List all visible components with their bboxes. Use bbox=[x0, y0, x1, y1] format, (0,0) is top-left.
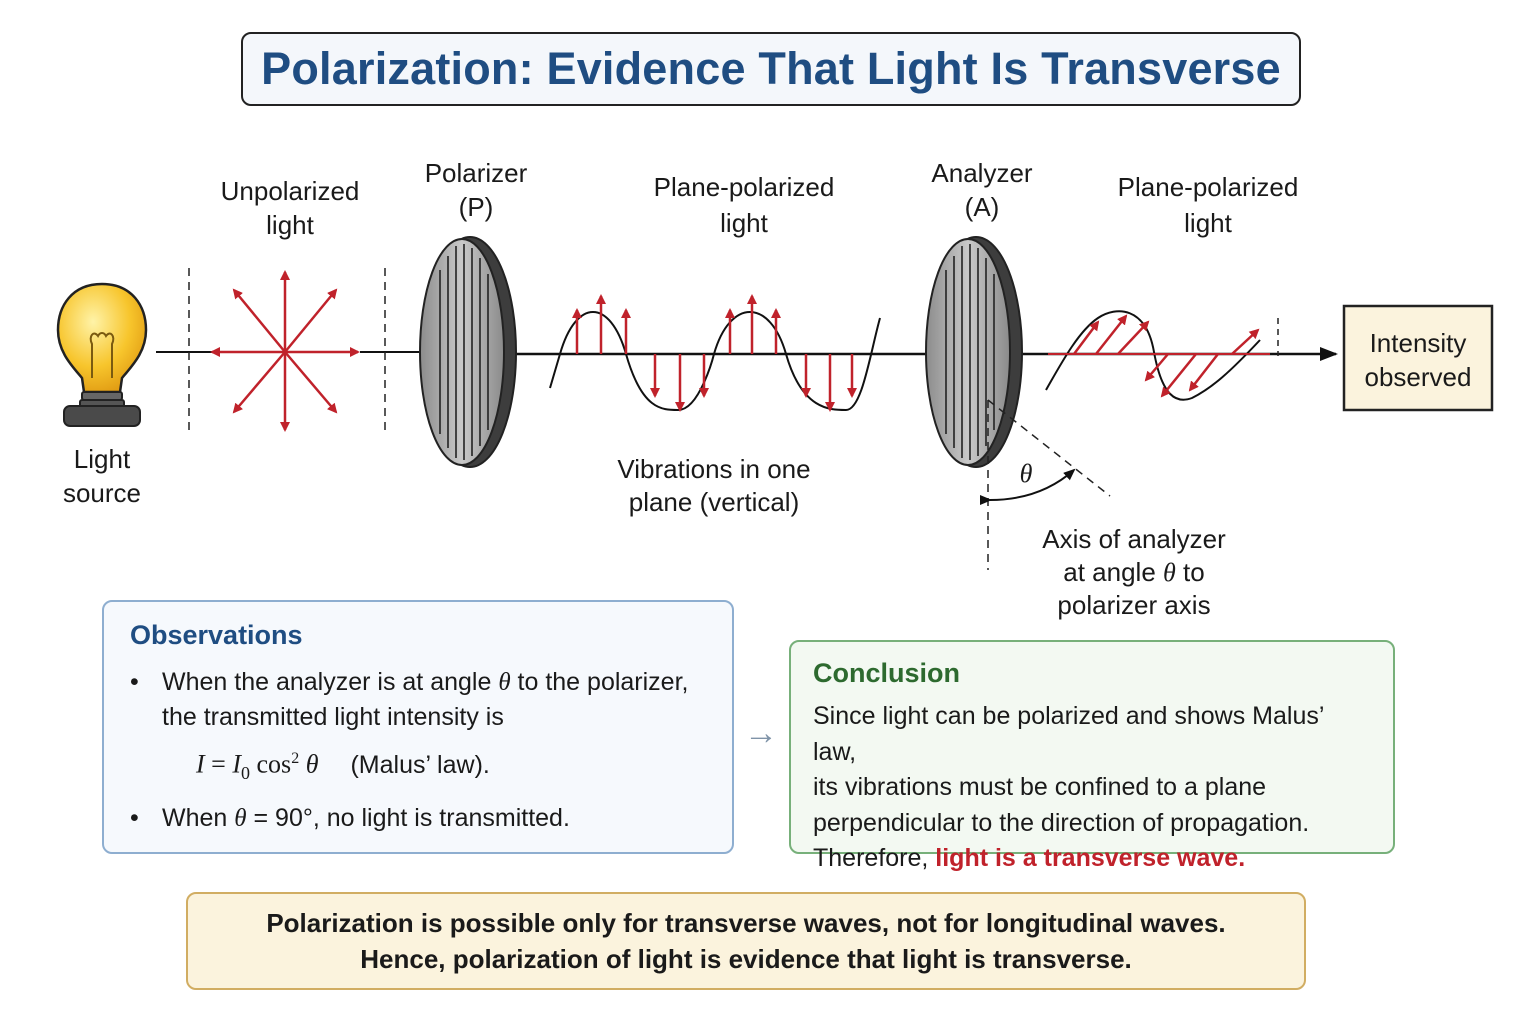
unpolarized-label-1: Unpolarized bbox=[221, 176, 360, 206]
plane-polarized-2-label-1: Plane-polarized bbox=[1118, 172, 1299, 202]
page-title: Polarization: Evidence That Light Is Tra… bbox=[261, 43, 1281, 94]
intensity-box: Intensity observed bbox=[1342, 304, 1494, 412]
analyzer-label-2: (A) bbox=[965, 192, 1000, 222]
source-label-2: source bbox=[63, 478, 141, 508]
theta-label: θ bbox=[1020, 459, 1033, 488]
observation-2-line: When θ = 90°, no light is transmitted. bbox=[162, 803, 570, 832]
observations-box: Observations • When the analyzer is at a… bbox=[102, 600, 734, 854]
observation-1-line-2: the transmitted light intensity is bbox=[162, 703, 504, 731]
analyzer-label-1: Analyzer bbox=[931, 158, 1032, 188]
light-bulb-icon bbox=[56, 282, 148, 427]
summary-line-2: Hence, polarization of light is evidence… bbox=[360, 944, 1132, 974]
unpolarized-vibrations bbox=[210, 270, 360, 432]
polarized-wave-vertical bbox=[549, 294, 881, 412]
summary-line-1: Polarization is possible only for transv… bbox=[266, 908, 1226, 938]
conclusion-heading: Conclusion bbox=[813, 658, 960, 688]
arrow-icon: → bbox=[744, 714, 778, 752]
polarizer-label-1: Polarizer bbox=[425, 158, 528, 188]
bullet: • bbox=[130, 668, 139, 696]
source-label-1: Light bbox=[74, 444, 131, 474]
title-box: Polarization: Evidence That Light Is Tra… bbox=[241, 32, 1301, 106]
conclusion-line-2: its vibrations must be confined to a pla… bbox=[813, 773, 1267, 801]
vibrations-label-2: plane (vertical) bbox=[629, 487, 800, 517]
malus-formula: I = I0 cos2 θ(Malus’ law). bbox=[196, 749, 490, 783]
plane-polarized-label-1: Plane-polarized bbox=[654, 172, 835, 202]
observations-heading: Observations bbox=[130, 620, 303, 650]
analyzer-axis-angle bbox=[979, 399, 1111, 570]
polarizer-disc bbox=[419, 236, 517, 468]
axis-label-1: Axis of analyzer bbox=[1042, 524, 1226, 554]
intensity-label-1: Intensity bbox=[1370, 328, 1467, 358]
plane-polarized-label-2: light bbox=[720, 208, 768, 238]
observation-item-2: • When θ = 90°, no light is transmitted. bbox=[130, 801, 706, 836]
polarizer-label-2: (P) bbox=[459, 192, 494, 222]
axis-label-3: polarizer axis bbox=[1057, 590, 1210, 620]
observation-item-1: • When the analyzer is at angle θ to the… bbox=[130, 665, 706, 735]
conclusion-line-1: Since light can be polarized and shows M… bbox=[813, 702, 1324, 766]
polarized-wave-tilted bbox=[1045, 310, 1270, 401]
bullet: • bbox=[130, 803, 139, 832]
conclusion-line-3: perpendicular to the direction of propag… bbox=[813, 808, 1310, 837]
summary-box: Polarization is possible only for transv… bbox=[186, 892, 1306, 990]
conclusion-box: Conclusion Since light can be polarized … bbox=[789, 640, 1395, 872]
plane-polarized-2-label-2: light bbox=[1184, 208, 1232, 238]
conclusion-line-4: Therefore, light is a transverse wave. bbox=[813, 844, 1246, 872]
unpolarized-label-2: light bbox=[266, 210, 314, 240]
axis-label-2: at angle θ to bbox=[1063, 557, 1204, 587]
vibrations-label-1: Vibrations in one bbox=[617, 454, 810, 484]
analyzer-disc bbox=[925, 236, 1023, 468]
observation-1-line-1: When the analyzer is at angle θ to the p… bbox=[162, 668, 689, 696]
intensity-label-2: observed bbox=[1365, 362, 1472, 392]
